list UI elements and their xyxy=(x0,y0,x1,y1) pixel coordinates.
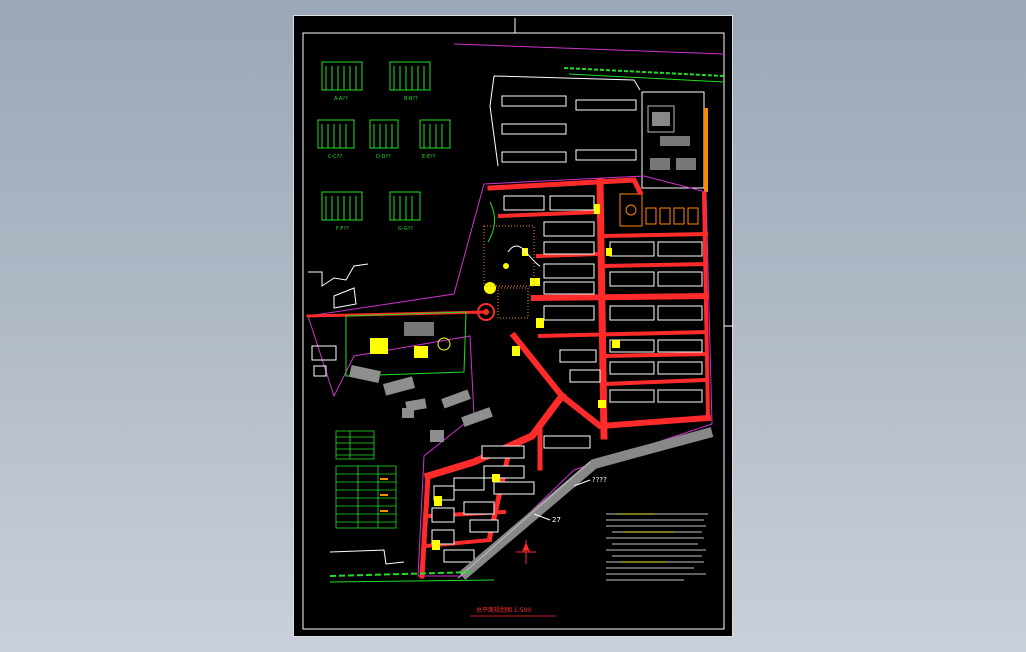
elevation-a xyxy=(321,61,363,91)
drawing-title: 总平面规划图 1:500 xyxy=(476,606,531,614)
elevation-d xyxy=(369,119,399,149)
diagonal-road xyxy=(457,427,714,580)
existing-grey-buildings xyxy=(349,365,493,442)
road-label-leader xyxy=(573,479,591,487)
elevation-label: E-E?? xyxy=(422,154,436,160)
elevation-g xyxy=(389,191,421,221)
elevation-label: D-D?? xyxy=(376,154,391,160)
road-label-2-leader xyxy=(533,513,551,521)
community-center xyxy=(333,287,467,377)
west-buildings xyxy=(308,263,369,377)
inner-frame xyxy=(302,32,725,630)
drawing-sheet: A-A?? B-B?? C-C?? D-D?? E-E?? F-F?? G-G?… xyxy=(293,15,733,637)
elevation-e xyxy=(419,119,451,149)
amenity-markers xyxy=(432,204,620,550)
design-notes xyxy=(606,513,708,581)
table-highlights xyxy=(380,478,388,512)
elevation-label: A-A?? xyxy=(334,96,348,102)
site-plan-canvas: A-A?? B-B?? C-C?? D-D?? E-E?? F-F?? G-G?… xyxy=(302,18,733,630)
elevation-label: B-B?? xyxy=(404,96,418,102)
elevation-c xyxy=(317,119,355,149)
residential-blocks xyxy=(431,195,703,563)
elevation-drawings xyxy=(317,61,451,221)
central-plaza xyxy=(477,201,541,321)
elevation-label: F-F?? xyxy=(336,226,349,232)
north-arrow-icon xyxy=(516,540,536,564)
south-road xyxy=(329,549,495,583)
road-label: ???? xyxy=(592,476,607,484)
existing-buildings-north xyxy=(489,75,641,167)
sports-courts xyxy=(619,193,699,227)
road-label-2: 27 xyxy=(552,516,561,524)
elevation-label: C-C?? xyxy=(328,154,342,160)
elevation-label: G-G?? xyxy=(398,226,413,232)
design-notes-highlight xyxy=(616,513,674,563)
school-compound xyxy=(641,91,708,192)
site-boundary xyxy=(307,175,713,577)
elevation-f xyxy=(321,191,363,221)
area-table-1 xyxy=(335,430,375,460)
elevation-b xyxy=(389,61,431,91)
area-table-2 xyxy=(335,465,397,529)
elevation-label-group: A-A?? B-B?? C-C?? D-D?? E-E?? F-F?? G-G?… xyxy=(328,96,436,232)
top-road xyxy=(453,43,725,83)
